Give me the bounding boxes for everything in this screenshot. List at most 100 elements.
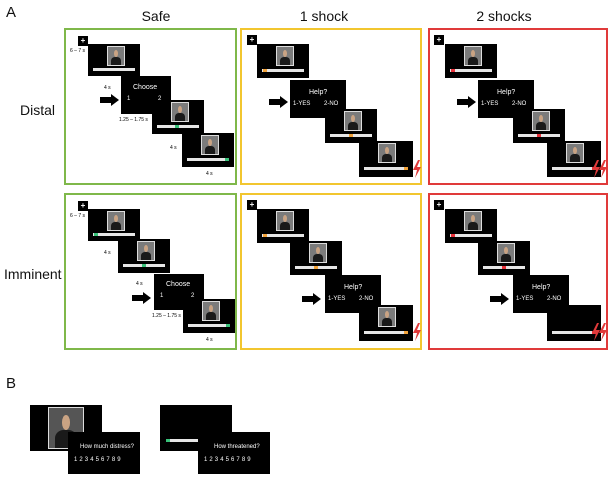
trial-screen <box>290 241 342 275</box>
trial-screen <box>359 141 413 177</box>
choose-duration: 1.25 – 1.75 s <box>152 313 181 319</box>
threat-marker <box>349 134 353 137</box>
panel-distal-2-shocks: + Help? 1-YES 2-NO <box>428 28 608 185</box>
panel-imminent-2-shocks: + Help? 1-YES 2-NO <box>428 193 608 350</box>
right-arrow-icon <box>269 96 288 108</box>
trial-screen <box>325 109 377 143</box>
trial-screen <box>547 305 601 341</box>
fixation-cross-icon: + <box>78 201 88 211</box>
safe-marker <box>226 324 230 327</box>
row-header-distal: Distal <box>20 102 56 118</box>
threat-rating-screen: How threatened? 1 2 3 4 5 6 7 8 9 <box>198 432 270 474</box>
duration-label: 4 s <box>170 145 177 151</box>
threat-marker <box>263 69 267 72</box>
fixation-cross-icon: + <box>434 200 444 210</box>
face-photo <box>201 135 219 155</box>
right-arrow-icon <box>490 293 509 305</box>
panel-a-label: A <box>6 4 17 21</box>
choose-text: Choose <box>166 281 191 288</box>
right-arrow-icon <box>302 293 321 305</box>
progress-bar <box>187 158 229 161</box>
help-text: Help? <box>497 89 516 96</box>
help-yes: 1-YES <box>516 296 534 302</box>
face-photo <box>309 243 327 263</box>
threat-marker <box>314 266 318 269</box>
progress-bar <box>450 234 492 237</box>
duration-label: 4 s <box>206 337 213 343</box>
fixation-cross-icon: + <box>78 36 88 46</box>
face-photo <box>532 111 550 131</box>
trial-screen <box>88 44 140 76</box>
face-photo <box>107 46 125 66</box>
trial-screen <box>547 141 601 177</box>
fixation-cross-icon: + <box>247 35 257 45</box>
progress-bar <box>552 331 596 334</box>
progress-bar <box>552 167 596 170</box>
row-header-imminent: Imminent <box>4 266 62 282</box>
distress-scale: 1 2 3 4 5 6 7 8 9 <box>74 457 121 463</box>
choose-option-1: 1 <box>160 293 164 299</box>
threat-question: How threatened? <box>214 444 260 450</box>
safe-marker <box>175 125 179 128</box>
face-photo <box>464 211 482 231</box>
duration-label: 4 s <box>104 85 111 91</box>
help-text: Help? <box>532 284 551 291</box>
iti-duration: 6 – 7 s <box>70 213 86 219</box>
distress-rating-screen: How much distress? 1 2 3 4 5 6 7 8 9 <box>68 432 140 474</box>
help-yes: 1-YES <box>293 101 311 107</box>
face-photo <box>566 143 584 163</box>
trial-screen <box>478 241 530 275</box>
panel-distal-safe: + 6 – 7 s 4 s Choose 1 2 1.25 – 1.75 s 4… <box>64 28 237 185</box>
trial-screen <box>118 239 170 273</box>
progress-bar <box>364 331 408 334</box>
progress-bar <box>262 234 304 237</box>
face-photo <box>171 102 189 122</box>
face-photo <box>497 243 515 263</box>
face-photo <box>464 46 482 66</box>
face-photo <box>378 143 396 163</box>
threat-marker <box>404 167 408 170</box>
face-photo <box>202 301 220 321</box>
face-photo <box>107 211 125 231</box>
face-photo <box>137 241 155 261</box>
help-no: 2-NO <box>324 101 339 107</box>
progress-bar <box>93 233 135 236</box>
fixation-cross-icon: + <box>247 200 257 210</box>
threat-scale: 1 2 3 4 5 6 7 8 9 <box>204 457 251 463</box>
lightning-bolt-icon <box>592 323 607 341</box>
choose-option-1: 1 <box>127 96 131 102</box>
fixation-cross-icon: + <box>434 35 444 45</box>
progress-bar <box>166 439 224 442</box>
choose-text: Choose <box>133 84 158 91</box>
trial-screen <box>152 100 204 134</box>
duration-label: 4 s <box>206 171 213 177</box>
rating-video-screen <box>30 405 102 451</box>
lightning-bolt-icon <box>413 323 421 341</box>
help-yes: 1-YES <box>328 296 346 302</box>
help-screen: Help? 1-YES 2-NO <box>325 275 381 313</box>
progress-bar <box>188 324 230 327</box>
trial-screen <box>257 209 309 243</box>
trial-screen <box>183 299 235 333</box>
trial-screen <box>257 44 309 78</box>
lightning-bolt-icon <box>413 160 421 178</box>
threat-marker <box>263 234 267 237</box>
help-text: Help? <box>309 89 328 96</box>
face-photo <box>378 307 396 327</box>
choose-option-2: 2 <box>191 293 195 299</box>
help-text: Help? <box>344 284 363 291</box>
panel-b-label: B <box>6 375 17 392</box>
trial-screen <box>513 109 565 143</box>
column-header-safe: Safe <box>141 8 171 24</box>
help-no: 2-NO <box>547 296 562 302</box>
distress-question: How much distress? <box>80 444 135 450</box>
right-arrow-icon <box>100 94 119 106</box>
face-photo <box>276 211 294 231</box>
choose-option-2: 2 <box>158 96 162 102</box>
trial-screen <box>445 209 497 243</box>
column-header-2-shocks: 2 shocks <box>476 8 532 24</box>
threat-marker <box>537 134 541 137</box>
column-header-1-shock: 1 shock <box>299 8 349 24</box>
progress-bar <box>93 68 135 71</box>
safe-marker <box>225 158 229 161</box>
